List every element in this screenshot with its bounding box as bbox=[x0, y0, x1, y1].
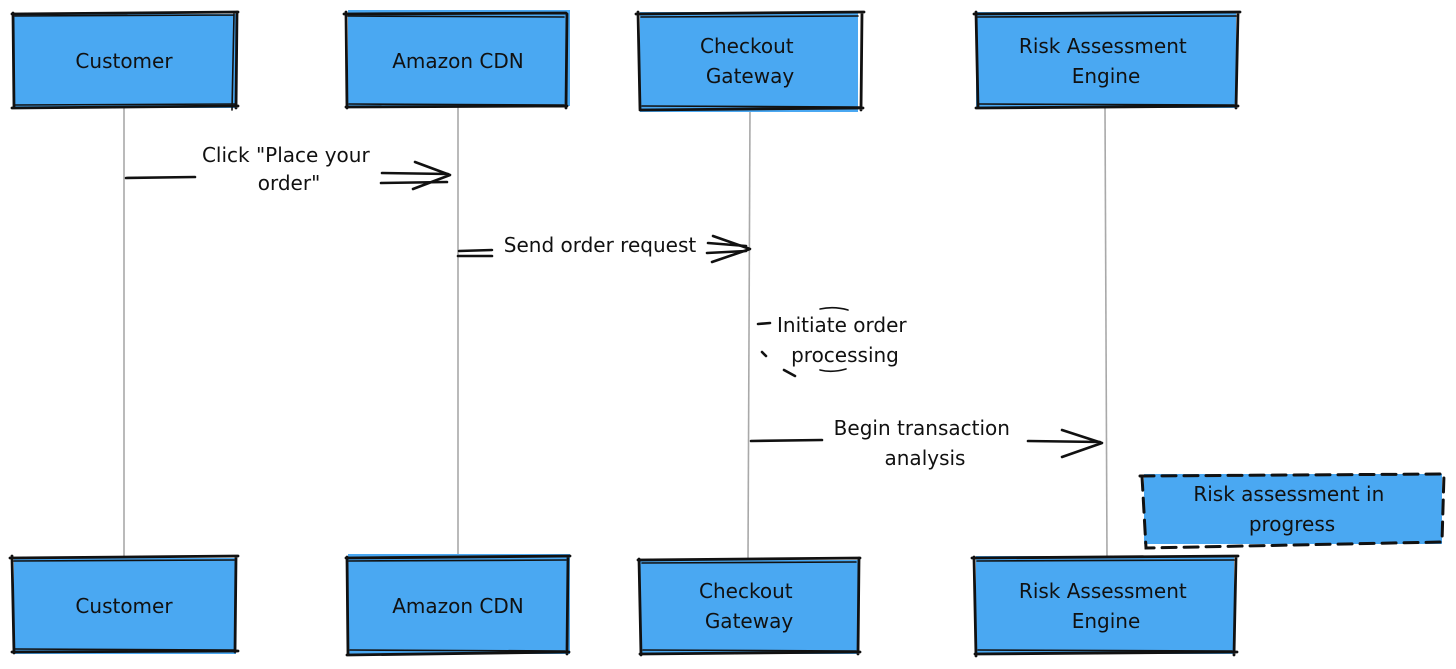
participant-amazon-cdn-top: Amazon CDN bbox=[342, 10, 570, 110]
participant-customer-bottom-label: Customer bbox=[75, 594, 173, 618]
participant-amazon-cdn-bottom-label: Amazon CDN bbox=[392, 594, 524, 618]
message-click-place-order: Click "Place your order" bbox=[124, 143, 452, 195]
participant-checkout-gateway-top: Checkout Gateway bbox=[634, 10, 866, 112]
participant-amazon-cdn-top-label: Amazon CDN bbox=[392, 49, 524, 73]
participant-risk-engine-bottom-label: Risk Assessment Engine bbox=[1019, 579, 1193, 633]
message-click-place-order-label: Click "Place your order" bbox=[202, 143, 376, 195]
participant-customer-top: Customer bbox=[10, 10, 240, 111]
participant-checkout-gateway-bottom: Checkout Gateway bbox=[636, 556, 862, 657]
participant-customer-top-label: Customer bbox=[75, 49, 173, 73]
lifeline-checkout-gateway bbox=[747, 109, 751, 561]
message-begin-transaction-analysis: Begin transaction analysis bbox=[749, 416, 1104, 470]
participant-risk-engine-bottom: Risk Assessment Engine bbox=[970, 554, 1240, 658]
participant-checkout-gateway-top-label: Checkout Gateway bbox=[700, 34, 800, 88]
lifelines bbox=[123, 106, 1108, 561]
participant-risk-engine-top-label: Risk Assessment Engine bbox=[1019, 34, 1193, 88]
note-risk-assessment-label: Risk assessment in progress bbox=[1193, 482, 1390, 536]
participant-amazon-cdn-bottom: Amazon CDN bbox=[344, 554, 572, 657]
message-begin-transaction-analysis-label: Begin transaction analysis bbox=[834, 416, 1017, 470]
participant-customer-bottom: Customer bbox=[8, 554, 240, 655]
participant-risk-engine-top: Risk Assessment Engine bbox=[972, 10, 1242, 110]
message-initiate-order-processing-label: Initiate order processing bbox=[777, 313, 913, 367]
message-initiate-order-processing: Initiate order processing bbox=[756, 306, 913, 378]
message-send-order-request-label: Send order request bbox=[504, 233, 697, 257]
lifeline-risk-engine bbox=[1104, 107, 1108, 559]
message-send-order-request: Send order request bbox=[456, 233, 752, 264]
note-risk-assessment: Risk assessment in progress bbox=[1138, 472, 1446, 550]
participant-checkout-gateway-bottom-label: Checkout Gateway bbox=[699, 579, 799, 633]
